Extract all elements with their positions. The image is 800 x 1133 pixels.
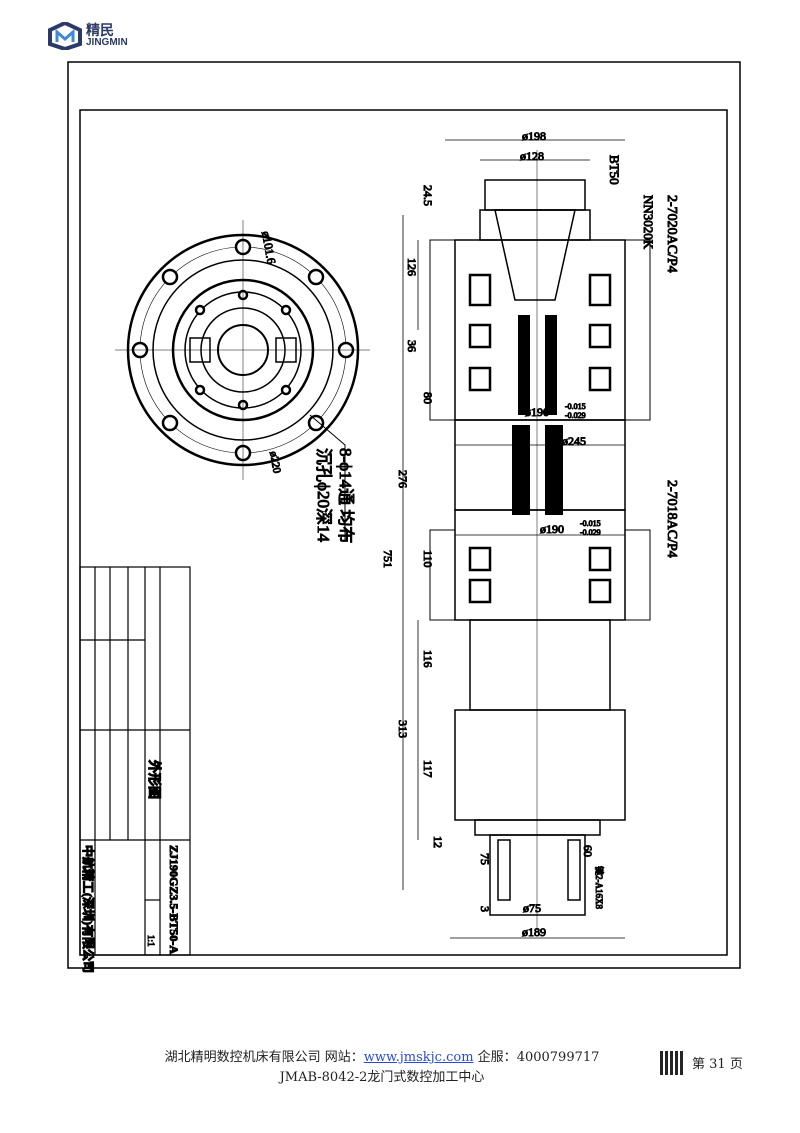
front-view: [115, 220, 370, 540]
dim-outer-diameter: ø220: [267, 450, 283, 474]
qr-code-icon: [660, 1051, 684, 1075]
footer-site-label: 网站：: [324, 1050, 364, 1065]
label-key: 键2-A16X8: [594, 866, 605, 909]
dim-d198: ø198: [522, 129, 546, 143]
svg-text:75: 75: [478, 853, 492, 865]
svg-text:313: 313: [396, 720, 410, 738]
title-scale: 1:1: [146, 935, 156, 947]
note-holes: 8-ϕ14通 均布: [336, 448, 355, 543]
vertical-dims: 24.5 126 36 80 276 751 110 116 313 117 1…: [381, 185, 596, 913]
footer-doc-title: JMAB-8042-2龙门式数控加工中心: [279, 1070, 485, 1085]
dim-d128: ø128: [520, 149, 544, 163]
note-counterbore: 沉孔ϕ20深14: [314, 448, 333, 542]
dim-d245: ø245: [562, 434, 586, 448]
svg-text:60: 60: [581, 845, 595, 857]
svg-text:126: 126: [405, 258, 419, 276]
svg-text:116: 116: [421, 650, 435, 668]
title-company: 中航精工(深圳)有限公司: [81, 845, 96, 973]
dim-d190-b: ø190: [540, 522, 564, 536]
footer-phone: 4000799717: [516, 1050, 600, 1065]
tol-lower-b: -0.029: [580, 528, 601, 537]
logo-cn: 精民: [86, 23, 114, 39]
page-label-post: 页: [729, 1057, 743, 1072]
svg-text:117: 117: [421, 760, 435, 778]
svg-text:12: 12: [431, 836, 445, 848]
svg-text:24.5: 24.5: [421, 185, 435, 206]
footer-site-link[interactable]: www.jmskjc.com: [363, 1050, 474, 1065]
label-bearing-top: 2-7020AC/P4: [664, 195, 679, 273]
svg-text:36: 36: [405, 340, 419, 352]
outer-frame: [67, 61, 741, 969]
footer-service-label: 企服：: [477, 1050, 517, 1065]
svg-text:80: 80: [421, 392, 435, 404]
title-code: ZJ190GZ3.5-BT50-A: [167, 845, 181, 954]
tol-lower-a: -0.029: [565, 411, 586, 420]
tol-upper-a: -0.015: [565, 402, 586, 411]
page-label-pre: 第: [692, 1057, 706, 1072]
tol-upper-b: -0.015: [580, 519, 601, 528]
svg-text:276: 276: [396, 470, 410, 488]
title-block: [79, 566, 191, 956]
title-name: 外形图: [147, 759, 162, 799]
side-view: [429, 150, 651, 930]
dim-d190-a: ø190: [525, 405, 549, 419]
page-number: 第 31 页: [692, 1053, 743, 1072]
jingmin-logo-icon: [48, 22, 82, 50]
dim-d189: ø189: [522, 925, 546, 939]
label-bt50: BT50: [607, 155, 622, 185]
svg-text:3: 3: [478, 906, 492, 912]
footer-company: 湖北精明数控机床有限公司: [164, 1050, 321, 1065]
inner-frame: [79, 109, 728, 956]
dim-d75: ø75: [523, 901, 541, 915]
dimension-lines: [402, 139, 625, 939]
label-bearing-bottom: 2-7018AC/P4: [664, 480, 679, 558]
dim-bolt-circle: ø101.6: [259, 230, 279, 265]
footer-line-1: 湖北精明数控机床有限公司 网站：www.jmskjc.com 企服：400079…: [0, 1046, 782, 1065]
page-number-value: 31: [709, 1057, 726, 1072]
company-logo: 精民 JINGMIN: [48, 22, 128, 50]
logo-en: JINGMIN: [86, 37, 128, 48]
svg-text:751: 751: [381, 550, 395, 568]
svg-text:110: 110: [421, 550, 435, 568]
label-nn3020k: NN3020K: [641, 195, 656, 250]
